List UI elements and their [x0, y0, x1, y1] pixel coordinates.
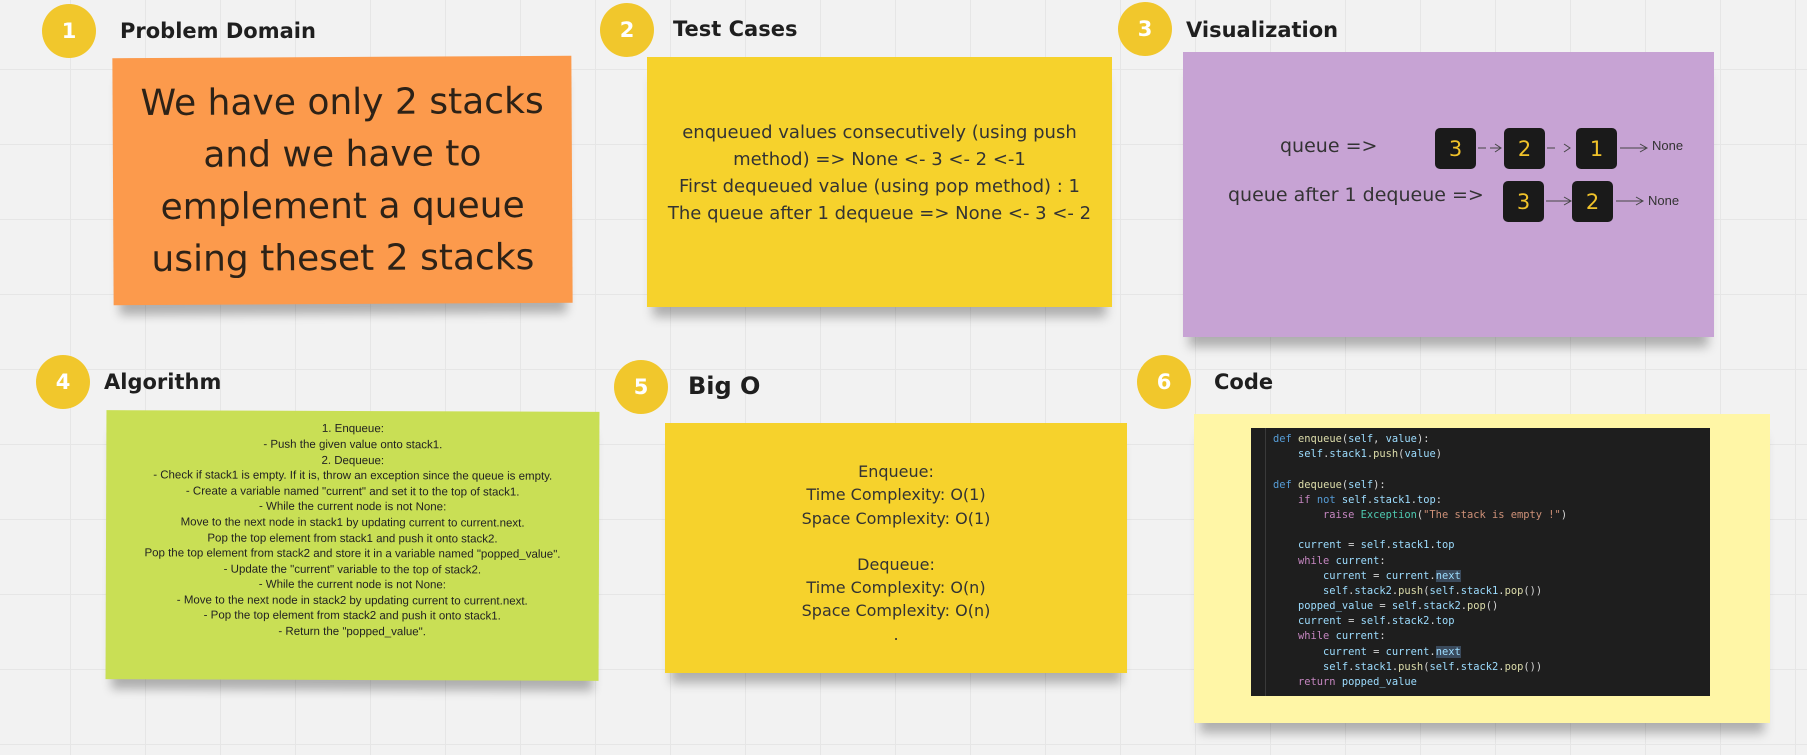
- code-line: if not self.stack1.top:: [1298, 493, 1443, 506]
- frame-title: Visualization: [1186, 18, 1339, 42]
- note-line: - Push the given value onto stack1.: [263, 438, 443, 452]
- frame-title: Big O: [688, 372, 761, 400]
- sticky-note-problem-domain[interactable]: We have only 2 stacks and we have to emp…: [112, 55, 573, 306]
- arrow-icon: [1546, 196, 1573, 206]
- note-line: - While the current node is not None:: [258, 578, 447, 592]
- note-line: Dequeue:: [857, 554, 935, 574]
- note-line: .: [893, 624, 899, 644]
- note-line: - Pop the top element from stack2 and pu…: [203, 609, 501, 623]
- note-line: We have only 2 stacks: [140, 80, 544, 124]
- note-line: using theset 2 stacks: [151, 236, 535, 280]
- queue-node: 1: [1576, 128, 1617, 169]
- note-line: enqueued values consecutively (using pus…: [682, 122, 1077, 143]
- queue-node: 3: [1503, 181, 1544, 222]
- frame-number-badge: 4: [36, 355, 90, 409]
- note-line: The queue after 1 dequeue => None <- 3 <…: [667, 203, 1092, 224]
- note-line: Pop the top element from stack2 and stor…: [144, 547, 561, 561]
- arrow-icon: [1478, 143, 1502, 153]
- code-line: [1251, 523, 1710, 538]
- code-line: return popped_value: [1298, 676, 1417, 688]
- note-line: - Return the "popped_value".: [278, 625, 426, 639]
- code-line: popped_value = self.stack2.pop(): [1298, 600, 1499, 613]
- note-line: 2. Dequeue:: [321, 454, 385, 467]
- sticky-note-algorithm[interactable]: 1. Enqueue: - Push the given value onto …: [105, 410, 600, 681]
- note-line: - Check if stack1 is empty. If it is, th…: [153, 469, 553, 483]
- code-line: current = self.stack1.top: [1298, 539, 1455, 552]
- note-line: - Move to the next node in stack2 by upd…: [176, 594, 528, 608]
- none-terminator: None: [1652, 138, 1684, 153]
- note-line: Move to the next node in stack1 by updat…: [180, 516, 525, 530]
- code-line: current = current.next: [1323, 569, 1461, 582]
- frame-number-badge: 5: [614, 360, 668, 414]
- none-terminator: None: [1648, 193, 1680, 208]
- note-line: Time Complexity: O(n): [806, 578, 986, 598]
- note-line: - Update the "current" variable to the t…: [223, 563, 482, 577]
- frame-number-badge: 2: [600, 3, 654, 57]
- sticky-note-big-o[interactable]: Enqueue: Time Complexity: O(1) Space Com…: [665, 423, 1127, 673]
- frame-number-badge: 3: [1118, 2, 1172, 56]
- note-line: and we have to: [203, 132, 482, 176]
- note-line: Space Complexity: O(1): [801, 508, 991, 528]
- code-line: while current:: [1298, 554, 1386, 567]
- arrow-icon: [1620, 143, 1649, 153]
- code-screenshot: def enqueue(self, value): self.stack1.pu…: [1251, 428, 1710, 696]
- sticky-note-visualization[interactable]: queue => 3 2 1 None queue after 1 dequeu…: [1183, 52, 1714, 337]
- note-line: Space Complexity: O(n): [801, 601, 991, 621]
- frame-title: Test Cases: [673, 17, 798, 41]
- note-line: - Create a variable named "current" and …: [185, 485, 520, 499]
- note-line: [802, 530, 991, 553]
- code-line: while current:: [1298, 630, 1386, 643]
- frame-title: Problem Domain: [120, 19, 316, 43]
- code-line: current = current.next: [1323, 645, 1461, 658]
- code-line: self.stack1.push(value): [1298, 448, 1442, 461]
- arrow-icon: [1547, 143, 1571, 153]
- note-line: method) => None <- 3 <- 2 <-1: [733, 149, 1026, 170]
- queue-label: queue =>: [1280, 135, 1378, 157]
- frame-number-badge: 1: [42, 4, 96, 58]
- code-line: self.stack1.push(self.stack2.pop()): [1323, 660, 1543, 673]
- sticky-note-test-cases[interactable]: enqueued values consecutively (using pus…: [647, 57, 1112, 307]
- note-line: Pop the top element from stack1 and push…: [207, 531, 498, 546]
- frame-title: Algorithm: [104, 370, 222, 394]
- queue-node: 2: [1572, 181, 1613, 222]
- queue-node: 3: [1435, 128, 1476, 169]
- code-line: self.stack2.push(self.stack1.pop()): [1323, 584, 1543, 597]
- code-line: def enqueue(self, value):: [1273, 433, 1430, 445]
- code-line: [1251, 462, 1710, 477]
- queue-node: 2: [1504, 128, 1545, 169]
- note-line: Enqueue:: [858, 461, 934, 481]
- note-line: First dequeued value (using pop method) …: [679, 176, 1080, 197]
- frame-title: Code: [1214, 370, 1274, 394]
- note-line: - While the current node is not None:: [258, 500, 447, 514]
- code-line: def dequeue(self):: [1273, 478, 1386, 491]
- queue-after-dequeue-label: queue after 1 dequeue =>: [1228, 184, 1484, 206]
- code-line: current = self.stack2.top: [1298, 615, 1455, 628]
- code-line: raise Exception("The stack is empty !"): [1323, 508, 1568, 521]
- note-line: 1. Enqueue:: [321, 423, 384, 436]
- note-line: emplement a queue: [160, 184, 525, 228]
- frame-number-badge: 6: [1137, 355, 1191, 409]
- note-line: Time Complexity: O(1): [806, 485, 986, 505]
- sticky-note-code[interactable]: def enqueue(self, value): self.stack1.pu…: [1194, 414, 1770, 723]
- arrow-icon: [1616, 196, 1645, 206]
